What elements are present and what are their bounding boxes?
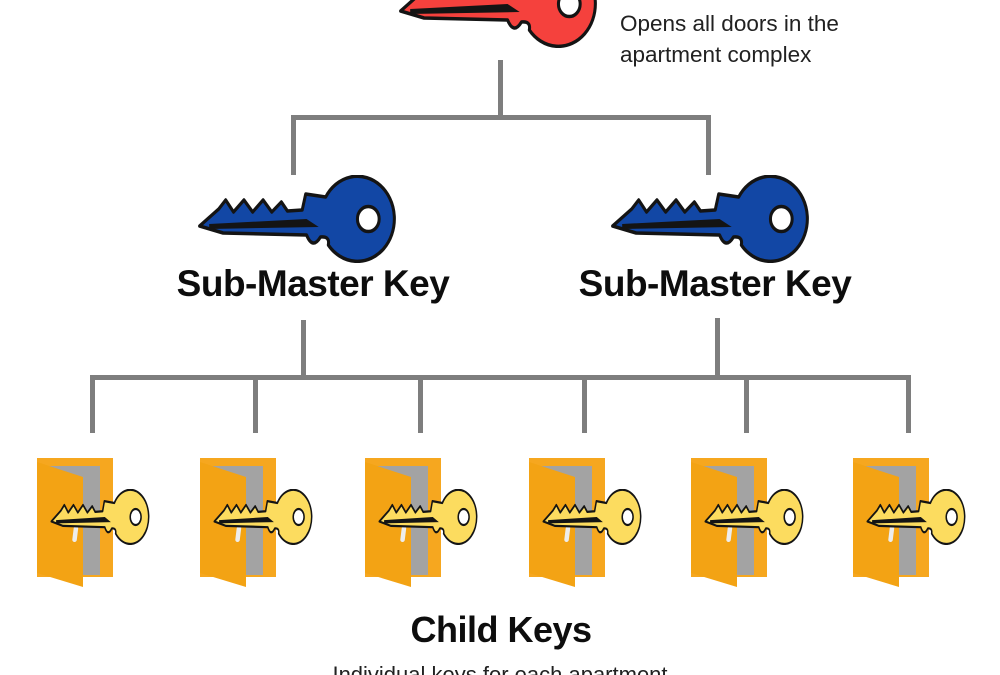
door-key-icon-1 bbox=[37, 458, 151, 587]
master-key-description-line2: apartment complex bbox=[620, 42, 812, 67]
sub-master-key-icon-2 bbox=[610, 175, 810, 263]
connector-door4-drop bbox=[581, 378, 587, 433]
master-key-description: Opens all doors in the apartment complex bbox=[620, 8, 839, 70]
connector-sub2-vertical bbox=[714, 318, 720, 377]
connector-submaster2-drop bbox=[705, 117, 711, 175]
connector-sub1-vertical bbox=[300, 320, 306, 377]
door-key-icon-3 bbox=[365, 458, 479, 587]
child-keys-description: Individual keys for each apartment bbox=[332, 662, 668, 675]
door-key-icon-4 bbox=[529, 458, 643, 587]
sub-master-key-icon-1 bbox=[197, 175, 397, 263]
child-keys-title: Child Keys bbox=[410, 609, 592, 650]
door-key-icon-5 bbox=[691, 458, 805, 587]
connector-master-vertical bbox=[497, 60, 503, 117]
sub-master-label-2: Sub-Master Key bbox=[578, 263, 852, 304]
master-key-icon bbox=[398, 0, 598, 48]
connector-door5-drop bbox=[743, 378, 749, 433]
sub-master-label-1: Sub-Master Key bbox=[176, 263, 450, 304]
connector-door1-drop bbox=[89, 378, 95, 433]
connector-children-horizontal bbox=[89, 375, 911, 380]
connector-submaster1-drop bbox=[290, 117, 296, 175]
connector-door6-drop bbox=[905, 378, 911, 433]
door-key-icon-2 bbox=[200, 458, 314, 587]
connector-door2-drop bbox=[252, 378, 258, 433]
connector-door3-drop bbox=[417, 378, 423, 433]
connector-master-horizontal bbox=[290, 115, 711, 120]
master-key-description-line1: Opens all doors in the bbox=[620, 11, 839, 36]
door-key-icon-6 bbox=[853, 458, 967, 587]
